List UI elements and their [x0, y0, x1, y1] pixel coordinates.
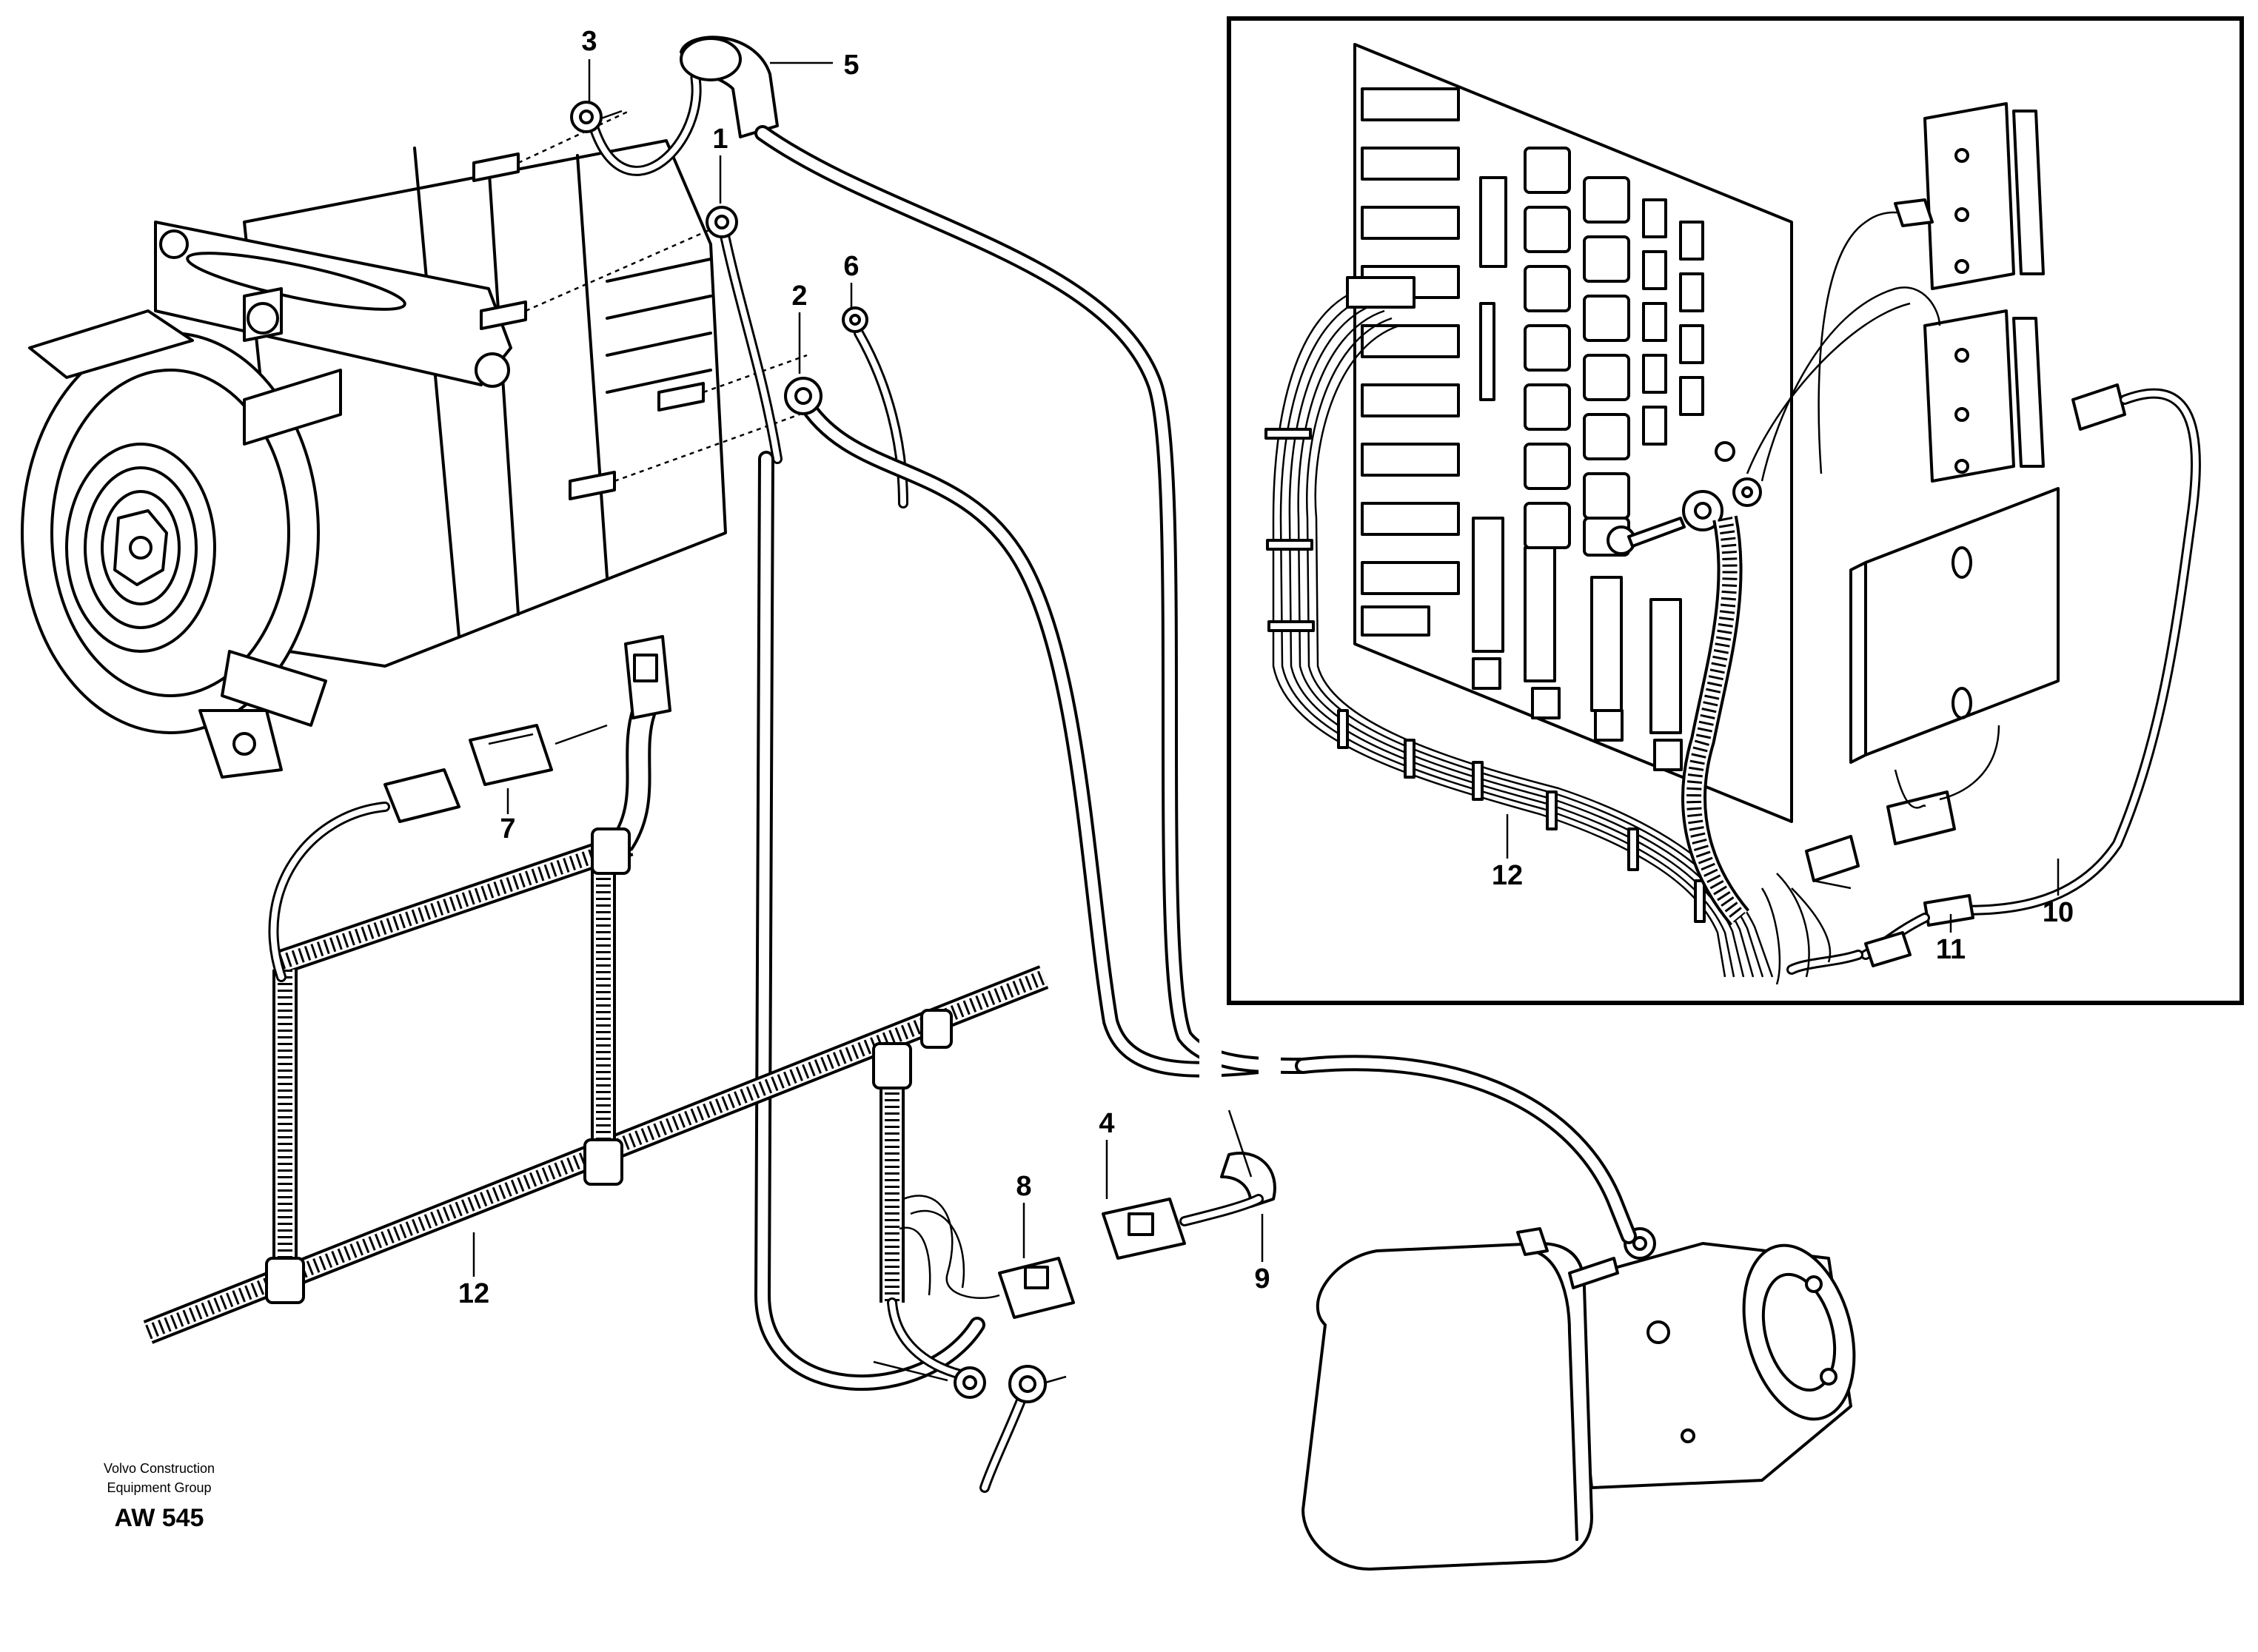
starter-motor-icon [1301, 1227, 1856, 1571]
callout-7: 7 [500, 813, 515, 845]
callout-labels: 3 5 1 6 2 7 12 8 4 9 12 10 11 [458, 26, 2074, 1309]
callout-6: 6 [843, 251, 859, 282]
alternator-icon [21, 110, 808, 779]
connector-icon [998, 1194, 1264, 1319]
company-line-2: Equipment Group [107, 1480, 211, 1495]
callout-9: 9 [1254, 1263, 1270, 1295]
company-line-1: Volvo Construction [104, 1461, 215, 1476]
callout-5: 5 [843, 50, 859, 81]
callout-11: 11 [1936, 934, 1966, 965]
cable-conduit [143, 706, 1049, 1344]
callout-4: 4 [1099, 1108, 1114, 1139]
connector-icon [268, 724, 608, 982]
footer: Volvo Construction Equipment Group AW 54… [104, 1461, 215, 1532]
relay-board-icon [1353, 43, 1793, 823]
callout-8: 8 [1016, 1171, 1031, 1202]
wire-harness [1264, 276, 1774, 978]
callout-12-main: 12 [458, 1278, 489, 1309]
callout-3: 3 [581, 26, 597, 57]
callout-1: 1 [712, 124, 728, 155]
connector-icon [1805, 102, 2126, 882]
callout-10: 10 [2043, 897, 2074, 928]
callout-2: 2 [791, 281, 807, 312]
callout-12-inset: 12 [1492, 860, 1523, 891]
figure-code: AW 545 [115, 1504, 204, 1532]
